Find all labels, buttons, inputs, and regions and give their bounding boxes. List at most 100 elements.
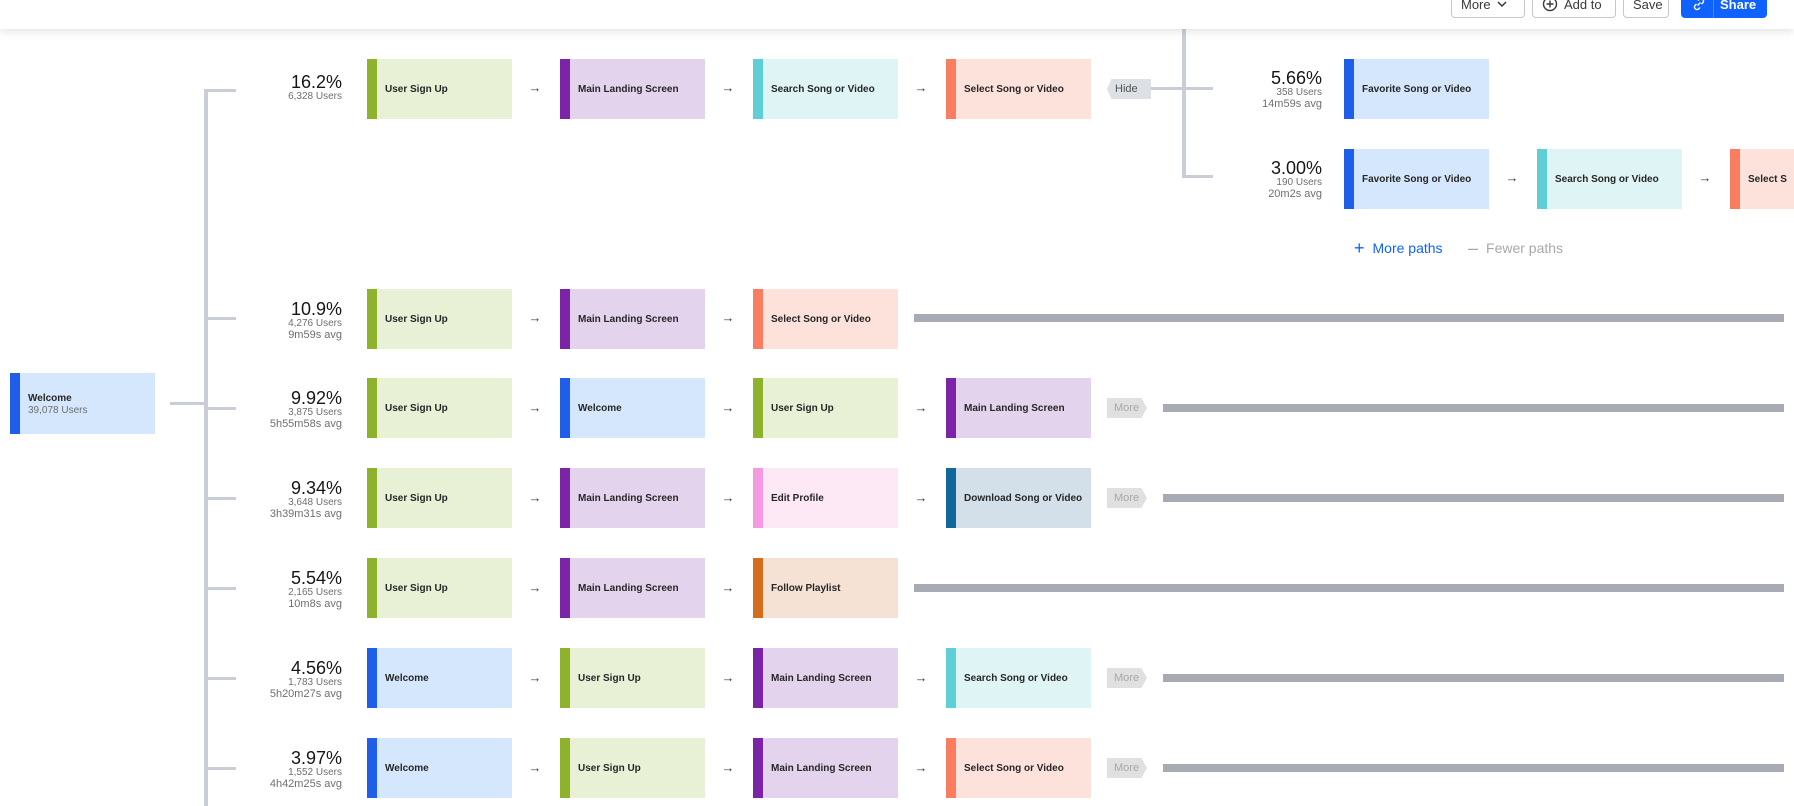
step-main-landing-screen[interactable]: Main Landing Screen <box>753 738 898 798</box>
step-label: Search Song or Video <box>964 672 1068 684</box>
path-percent: 10.9% <box>290 299 342 319</box>
path-users: 2,165 Users <box>288 587 342 598</box>
arrow-right-icon: → <box>914 760 928 775</box>
arrow-right-icon: → <box>721 310 735 325</box>
subpath-trunk <box>1182 28 1186 178</box>
step-label: Main Landing Screen <box>964 402 1065 414</box>
step-search-song-or-video[interactable]: Search Song or Video <box>1537 149 1682 209</box>
step-user-sign-up[interactable]: User Sign Up <box>367 378 512 438</box>
arrow-right-icon: → <box>528 580 542 595</box>
more-paths-button[interactable]: + More paths <box>1354 239 1443 257</box>
save-button[interactable]: Save <box>1623 0 1669 18</box>
step-main-landing-screen[interactable]: Main Landing Screen <box>946 378 1091 438</box>
step-welcome[interactable]: Welcome <box>560 378 705 438</box>
arrow-right-icon: → <box>721 400 735 415</box>
more-steps-label: More <box>1114 672 1140 684</box>
more-menu-button[interactable]: More <box>1451 0 1525 18</box>
step-select-song-or-video[interactable]: Select Song or Video <box>946 59 1091 119</box>
branch-tick <box>204 677 236 680</box>
step-label: Search Song or Video <box>1555 173 1659 185</box>
more-steps-button[interactable]: More <box>1107 398 1147 418</box>
more-steps-button[interactable]: More <box>1107 488 1147 508</box>
subpath-avg: 14m59s avg <box>1262 98 1322 110</box>
path-stat: 10.9% 4,276 Users 9m59s avg <box>232 299 342 341</box>
step-user-sign-up[interactable]: User Sign Up <box>753 378 898 438</box>
step-label: Welcome <box>578 402 622 414</box>
step-label: Follow Playlist <box>771 582 841 594</box>
more-menu-label: More <box>1461 0 1491 12</box>
path-stat: 5.54% 2,165 Users 10m8s avg <box>232 568 342 610</box>
more-steps-button[interactable]: More <box>1107 668 1147 688</box>
hide-subpaths-button[interactable]: Hide <box>1107 79 1151 99</box>
step-label: Welcome <box>385 762 429 774</box>
step-main-landing-screen[interactable]: Main Landing Screen <box>560 558 705 618</box>
root-step-welcome[interactable]: Welcome 39,078 Users <box>10 373 155 434</box>
subpath-connector <box>1151 87 1182 90</box>
step-user-sign-up[interactable]: User Sign Up <box>367 59 512 119</box>
branch-tick <box>204 497 236 500</box>
step-follow-playlist[interactable]: Follow Playlist <box>753 558 898 618</box>
share-label: Share <box>1720 0 1757 12</box>
arrow-right-icon: → <box>528 490 542 505</box>
arrow-right-icon: → <box>1505 170 1519 185</box>
step-user-sign-up[interactable]: User Sign Up <box>560 648 705 708</box>
path-avg: 9m59s avg <box>288 329 342 341</box>
more-steps-label: More <box>1114 402 1140 414</box>
more-steps-label: More <box>1114 492 1140 504</box>
path-avg: 5h20m27s avg <box>269 688 342 700</box>
path-avg: 3h39m31s avg <box>269 508 342 520</box>
subpath-percent: 3.00% <box>1270 158 1322 178</box>
step-user-sign-up[interactable]: User Sign Up <box>367 558 512 618</box>
step-user-sign-up[interactable]: User Sign Up <box>367 289 512 349</box>
step-label: User Sign Up <box>578 762 641 774</box>
arrow-right-icon: → <box>721 490 735 505</box>
add-to-button[interactable]: Add to <box>1532 0 1616 18</box>
path-users: 1,783 Users <box>288 677 342 688</box>
arrow-right-icon: → <box>721 760 735 775</box>
path-percent: 16.2% <box>290 72 342 92</box>
chevron-down-icon <box>1497 1 1507 7</box>
step-download-song-or-video[interactable]: Download Song or Video <box>946 468 1091 528</box>
step-label: User Sign Up <box>578 672 641 684</box>
step-main-landing-screen[interactable]: Main Landing Screen <box>753 648 898 708</box>
step-label: Main Landing Screen <box>578 83 679 95</box>
step-label: Select Song or Video <box>964 762 1064 774</box>
step-select-song-or-video[interactable]: Select Song or Video <box>753 289 898 349</box>
subpath-users: 358 Users <box>1276 87 1322 98</box>
step-main-landing-screen[interactable]: Main Landing Screen <box>560 289 705 349</box>
path-percent: 3.97% <box>290 748 342 768</box>
path-percent: 4.56% <box>290 658 342 678</box>
step-favorite-song-or-video[interactable]: Favorite Song or Video <box>1344 59 1489 119</box>
path-percent: 9.34% <box>290 478 342 498</box>
step-welcome[interactable]: Welcome <box>367 738 512 798</box>
path-end-bar <box>1163 404 1784 412</box>
minus-icon: – <box>1468 238 1479 258</box>
step-favorite-song-or-video[interactable]: Favorite Song or Video <box>1344 149 1489 209</box>
step-main-landing-screen[interactable]: Main Landing Screen <box>560 59 705 119</box>
step-label: Select Song or Video <box>964 83 1064 95</box>
step-welcome[interactable]: Welcome <box>367 648 512 708</box>
step-search-song-or-video[interactable]: Search Song or Video <box>753 59 898 119</box>
step-user-sign-up[interactable]: User Sign Up <box>560 738 705 798</box>
step-search-song-or-video[interactable]: Search Song or Video <box>946 648 1091 708</box>
arrow-right-icon: → <box>528 80 542 95</box>
step-label: Edit Profile <box>771 492 824 504</box>
step-user-sign-up[interactable]: User Sign Up <box>367 468 512 528</box>
fewer-paths-button[interactable]: – Fewer paths <box>1468 238 1563 258</box>
root-connector <box>170 402 205 405</box>
path-users: 1,552 Users <box>288 767 342 778</box>
step-select-song-or-video[interactable]: Select Song or Video <box>946 738 1091 798</box>
step-main-landing-screen[interactable]: Main Landing Screen <box>560 468 705 528</box>
share-button[interactable]: Share <box>1681 0 1767 18</box>
add-to-label: Add to <box>1564 0 1602 12</box>
step-edit-profile[interactable]: Edit Profile <box>753 468 898 528</box>
arrow-right-icon: → <box>914 670 928 685</box>
branch-tick <box>204 587 236 590</box>
step-select-song-or-video[interactable]: Select S <box>1730 149 1794 209</box>
root-step-name: Welcome <box>28 393 72 404</box>
path-users: 3,648 Users <box>288 497 342 508</box>
step-label: Favorite Song or Video <box>1362 83 1472 95</box>
arrow-right-icon: → <box>914 490 928 505</box>
more-steps-button[interactable]: More <box>1107 758 1147 778</box>
